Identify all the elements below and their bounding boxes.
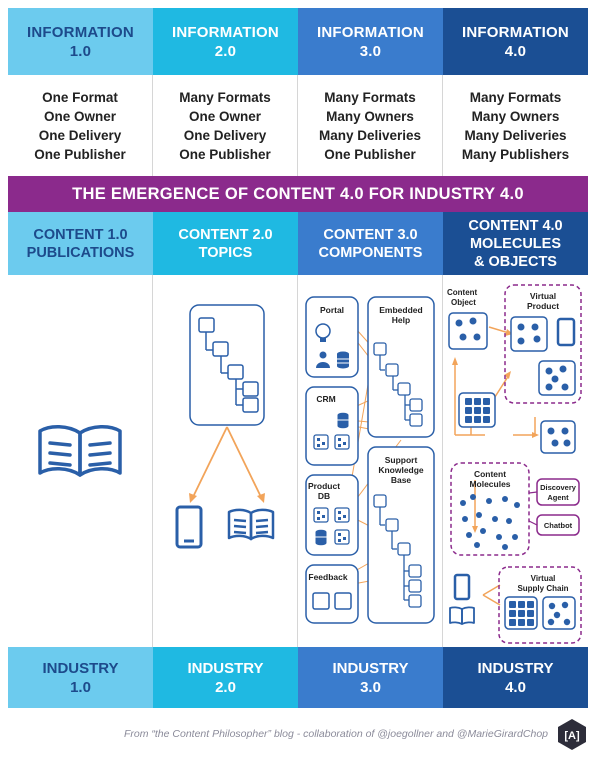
- content-object-tile: [448, 312, 488, 350]
- content-object-tile: [540, 420, 576, 454]
- logo-icon: [A]: [558, 719, 586, 750]
- svg-text:Knowledge: Knowledge: [378, 465, 424, 475]
- topic-tree: [189, 304, 265, 426]
- chatbot-box: Chatbot: [536, 514, 580, 536]
- feedback-box: Feedback: [305, 564, 359, 624]
- product-db-box: Product DB: [305, 474, 359, 556]
- database-icon: [337, 351, 349, 369]
- emergence-banner: THE EMERGENCE OF CONTENT 4.0 FOR INDUSTR…: [8, 176, 588, 212]
- svg-text:Base: Base: [391, 475, 412, 485]
- svg-text:Support: Support: [385, 455, 418, 465]
- svg-text:Chatbot: Chatbot: [544, 521, 573, 530]
- svg-text:[A]: [A]: [564, 730, 580, 742]
- content-4-body: Content Object Virtual Product: [443, 275, 588, 647]
- virtual-supply-chain-group: Virtual Supply Chain: [498, 566, 582, 644]
- content-molecules-group: Content Molecules: [450, 462, 530, 556]
- content-object-grid-tile: [458, 392, 496, 428]
- crm-box: CRM: [305, 386, 359, 466]
- svg-text:DB: DB: [318, 491, 330, 501]
- content-2-body: [153, 275, 298, 647]
- tablet-icon: [453, 573, 471, 601]
- svg-text:Feedback: Feedback: [308, 572, 347, 582]
- svg-text:Content: Content: [474, 469, 506, 479]
- virtual-product-group: Virtual Product: [504, 284, 582, 404]
- molecule-arrows: [454, 326, 536, 606]
- svg-text:Help: Help: [392, 315, 410, 325]
- support-knowledge-base-box: Support Knowledge Base: [367, 446, 435, 624]
- book-icon: [38, 425, 122, 477]
- database-icon: [337, 412, 349, 429]
- lightbulb-icon: [315, 323, 331, 342]
- svg-text:Product: Product: [308, 481, 340, 491]
- svg-text:Virtual: Virtual: [531, 574, 556, 583]
- svg-text:Molecules: Molecules: [469, 479, 510, 489]
- svg-text:Discovery: Discovery: [540, 483, 577, 492]
- book-icon: [227, 508, 275, 541]
- svg-text:Object: Object: [451, 298, 476, 307]
- discovery-agent-box: Discovery Agent: [536, 478, 580, 506]
- content-1-body: [8, 275, 153, 647]
- svg-text:Product: Product: [527, 301, 559, 311]
- portal-box: Portal: [305, 296, 359, 378]
- svg-text:Supply Chain: Supply Chain: [517, 584, 568, 593]
- svg-text:Embedded: Embedded: [379, 305, 422, 315]
- book-icon: [449, 606, 475, 625]
- svg-text:Agent: Agent: [547, 493, 569, 502]
- content-3-body: Portal CR: [298, 275, 443, 647]
- person-icon: [316, 351, 330, 368]
- footer-credit: From “the Content Philosopher” blog - co…: [123, 728, 548, 740]
- tablet-icon: [175, 505, 203, 549]
- database-icon: [315, 529, 327, 546]
- embedded-help-box: Embedded Help: [367, 296, 435, 438]
- tablet-icon: [556, 317, 576, 347]
- svg-text:Virtual: Virtual: [530, 291, 556, 301]
- svg-text:Content: Content: [447, 288, 478, 297]
- svg-text:Portal: Portal: [320, 305, 344, 315]
- svg-text:CRM: CRM: [316, 394, 335, 404]
